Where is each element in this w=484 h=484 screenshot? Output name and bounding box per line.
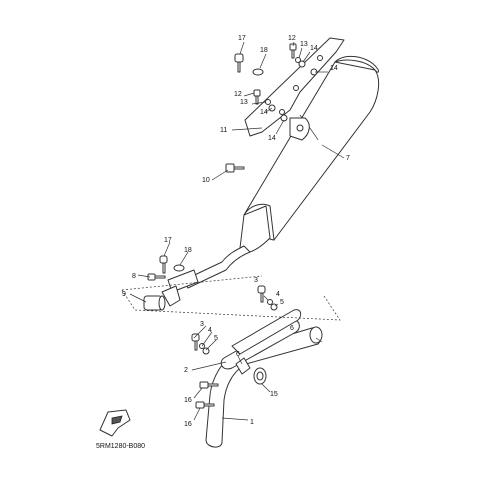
callout-13-lower: 13 (240, 99, 248, 106)
callout-14-c: 14 (260, 109, 268, 116)
callout-6-lower: 6 (236, 351, 240, 358)
callout-5-upper: 5 (280, 299, 284, 306)
callout-14-a: 14 (310, 45, 318, 52)
callout-6-upper: 6 (290, 325, 294, 332)
callout-18-lower: 18 (184, 247, 192, 254)
connector-pipe[interactable] (167, 205, 271, 293)
callout-5-lower: 5 (214, 335, 218, 342)
leader-lines (129, 41, 345, 421)
bolt-12-lower[interactable] (253, 89, 261, 105)
dashed-guides (121, 275, 341, 321)
clamp-bracket-6[interactable] (235, 357, 251, 375)
callout-14-d: 14 (268, 135, 276, 142)
washer-4-5-upper[interactable] (267, 299, 278, 311)
callout-10: 10 (202, 177, 210, 184)
bolt-3-lower[interactable] (191, 333, 200, 351)
callout-2: 2 (184, 367, 188, 374)
bolt-17-lower[interactable] (159, 255, 168, 274)
callout-17-upper: 17 (238, 35, 246, 42)
bolt-17-upper[interactable] (234, 53, 244, 73)
callout-labels: 17 18 12 13 14 14 12 13 14 14 11 7 10 17… (122, 35, 350, 428)
bolt-12-upper[interactable] (289, 43, 297, 59)
callout-8: 8 (132, 273, 136, 280)
bolt-16-upper[interactable] (199, 381, 219, 389)
callout-9: 9 (122, 291, 126, 298)
callout-7: 7 (346, 155, 350, 162)
bolt-3-upper[interactable] (257, 285, 266, 303)
bolt-10[interactable] (225, 163, 245, 173)
bolt-8[interactable] (147, 273, 166, 281)
damper-box[interactable] (143, 295, 166, 311)
gasket-15[interactable] (253, 367, 267, 385)
callout-11: 11 (220, 127, 227, 134)
callout-4-lower: 4 (208, 327, 212, 334)
clamp-9[interactable] (161, 285, 181, 307)
callout-16-lower: 16 (184, 421, 192, 428)
callout-16-upper: 16 (184, 397, 192, 404)
callout-17-lower: 17 (164, 237, 172, 244)
callout-13-upper: 13 (300, 41, 308, 48)
callout-14-b: 14 (330, 65, 338, 72)
front-direction-arrow-icon (99, 409, 131, 437)
callout-18-upper: 18 (260, 47, 268, 54)
muffler-bracket[interactable] (244, 37, 345, 141)
drawing-code: 5RM1280-B080 (96, 443, 145, 450)
washer-18-lower[interactable] (173, 264, 185, 272)
exhaust-pipe-protector[interactable] (220, 309, 302, 370)
callout-3-lower: 3 (200, 321, 204, 328)
washer-18-upper[interactable] (252, 68, 264, 76)
callout-4-upper: 4 (276, 291, 280, 298)
callout-12-upper: 12 (288, 35, 296, 42)
callout-12-lower: 12 (234, 91, 242, 98)
callout-15: 15 (270, 391, 278, 398)
callout-3-upper: 3 (254, 277, 258, 284)
grommet-14[interactable] (268, 60, 318, 122)
callout-1: 1 (250, 419, 254, 426)
